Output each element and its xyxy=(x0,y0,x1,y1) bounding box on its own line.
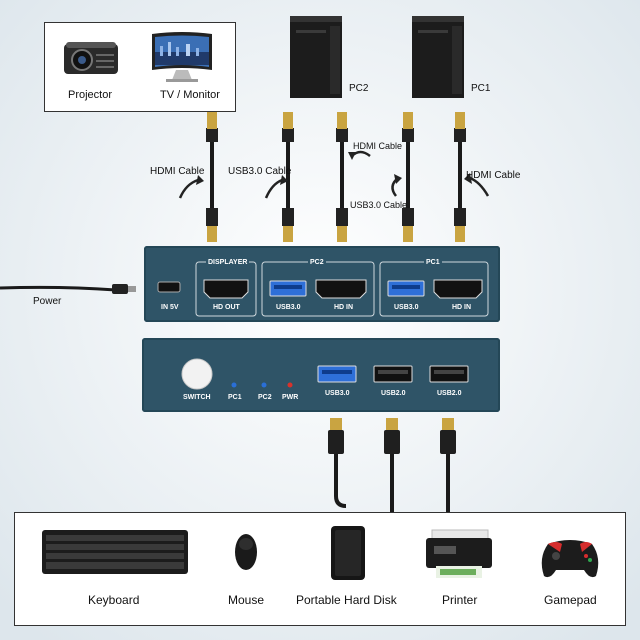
peripheral-label-mouse: Mouse xyxy=(228,593,265,607)
cable-label-usb-mid: USB3.0 Cable xyxy=(350,200,408,210)
switch-label: SWITCH xyxy=(183,394,211,401)
port-label-front-usb30: USB3.0 xyxy=(325,390,350,397)
led-label-pwr: PWR xyxy=(282,394,299,401)
peripheral-label-keyboard: Keyboard xyxy=(88,593,140,607)
top-connectors xyxy=(206,112,466,142)
pc2-tower-icon xyxy=(290,16,342,98)
group-label-displayer: DISPLAYER xyxy=(206,259,250,266)
port-label-front-usb20-b: USB2.0 xyxy=(437,390,462,397)
led-pwr-icon xyxy=(287,382,293,388)
pc1-tower-icon xyxy=(412,16,464,98)
group-label-pc1: PC1 xyxy=(424,259,442,266)
cable-label-hdmi-right: HDMI Cable xyxy=(466,170,521,181)
hard-disk-icon xyxy=(331,526,365,580)
led-pc1-icon xyxy=(231,382,237,388)
cable-label-hdmi-mid: HDMI Cable xyxy=(353,141,403,151)
monitor-icon xyxy=(152,32,212,82)
port-label-pc1-usb: USB3.0 xyxy=(394,304,419,311)
power-label: Power xyxy=(33,296,62,307)
printer-icon xyxy=(426,529,492,578)
arrow-hdmi-right xyxy=(469,176,490,197)
arrow-hdmi-left xyxy=(178,178,199,199)
led-label-pc2: PC2 xyxy=(258,394,272,401)
port-label-pc1-hdin: HD IN xyxy=(452,304,472,311)
arrow-usb-left xyxy=(264,178,283,199)
port-label-pc2-usb: USB3.0 xyxy=(276,304,301,311)
cable-label-usb-left: USB3.0 Cable xyxy=(228,166,292,177)
pc2-label: PC2 xyxy=(349,83,369,94)
led-pc2-icon xyxy=(261,382,267,388)
gamepad-icon xyxy=(541,540,599,578)
pc1-label: PC1 xyxy=(471,83,491,94)
projector-icon xyxy=(64,42,118,74)
mouse-icon xyxy=(235,534,257,570)
keyboard-icon xyxy=(42,530,188,574)
led-label-pc1: PC1 xyxy=(228,394,242,401)
port-label-hdout: HD OUT xyxy=(213,304,240,311)
switch-button-icon xyxy=(181,358,213,390)
peripheral-label-printer: Printer xyxy=(442,593,478,607)
port-label-pc2-hdin: HD IN xyxy=(334,304,354,311)
bottom-connectors xyxy=(206,208,466,242)
monitor-label: TV / Monitor xyxy=(160,89,220,101)
peripheral-label-gamepad: Gamepad xyxy=(544,593,597,607)
port-label-front-usb20-a: USB2.0 xyxy=(381,390,406,397)
peripheral-label-hard-disk: Portable Hard Disk xyxy=(296,593,397,607)
cable-label-hdmi-left: HDMI Cable xyxy=(150,166,205,177)
group-label-pc2: PC2 xyxy=(308,259,326,266)
projector-label: Projector xyxy=(68,89,113,101)
port-label-in5v: IN 5V xyxy=(161,304,179,311)
